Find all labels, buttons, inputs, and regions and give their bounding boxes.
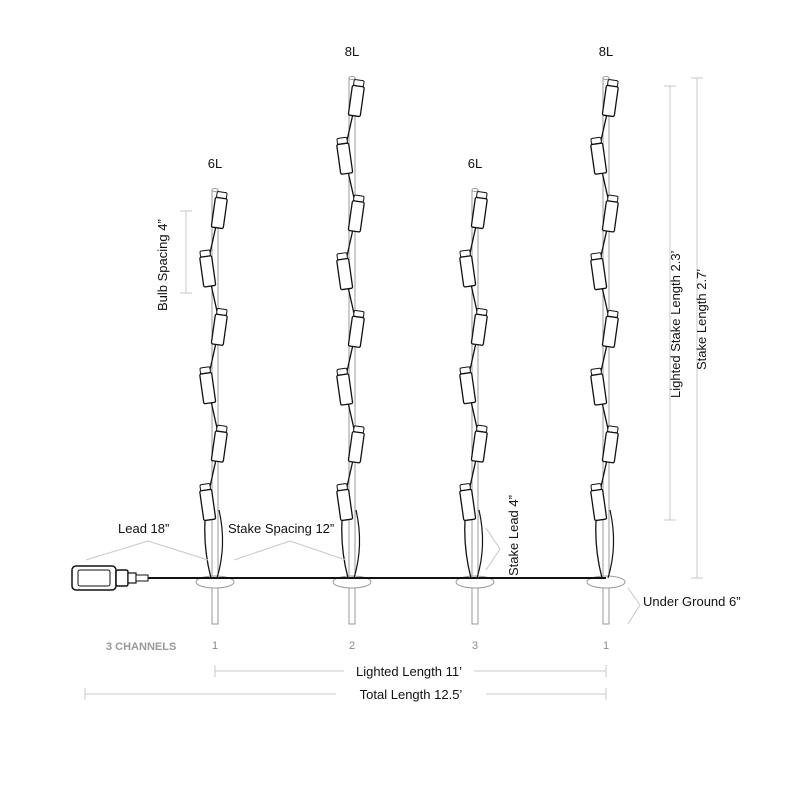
bulb-spacing-label: Bulb Spacing 4” — [155, 219, 170, 311]
bulb-icon — [336, 367, 354, 406]
lead-label: Lead 18” — [118, 521, 169, 536]
bulb-icon — [210, 424, 228, 463]
bulb-icon — [347, 425, 365, 464]
stake-length-label: Stake Length 2.7’ — [694, 269, 709, 370]
bulb-icon — [347, 79, 365, 118]
channels-label: 3 CHANNELS — [106, 641, 176, 653]
bulb-icon — [590, 367, 608, 406]
bulb-icon — [470, 424, 488, 463]
bulb-icon — [470, 307, 488, 346]
stake-channel-label: 1 — [212, 640, 218, 652]
stake-count-label: 8L — [599, 44, 613, 59]
stake-lead-bracket — [485, 527, 501, 571]
stake-channel-label: 1 — [603, 640, 609, 652]
bulb-icon — [347, 194, 365, 233]
under-ground-label: Under Ground 6” — [643, 594, 741, 609]
bulb-icon — [590, 483, 608, 522]
bulb-icon — [601, 425, 619, 464]
bulb-icon — [601, 310, 619, 348]
stake-2: 8L 2 — [332, 44, 372, 652]
bulb-icon — [336, 252, 354, 291]
bulb-icon — [459, 249, 477, 288]
bulb-spacing-bracket — [180, 210, 192, 294]
bulb-icon — [459, 366, 477, 405]
stake-lead-wire — [607, 509, 615, 579]
bulb-icon — [590, 252, 608, 291]
lighted-stake-length-dimension — [664, 85, 676, 521]
total-length-label: Total Length 12.5’ — [360, 687, 463, 702]
under-ground-bracket — [627, 587, 641, 625]
bulb-icon — [199, 483, 217, 522]
stake-tip — [602, 76, 610, 80]
stake-3: 6L 3 — [455, 156, 495, 652]
bulb-icon — [336, 483, 354, 522]
plug-connector-icon — [71, 565, 149, 591]
bulb-icon — [199, 249, 217, 288]
lighted-length-label: Lighted Length 11’ — [356, 664, 462, 679]
stake-count-label: 6L — [208, 156, 222, 171]
lighted-stake-length-label: Lighted Stake Length 2.3’ — [668, 250, 683, 398]
lead-chevron — [85, 540, 209, 561]
bulb-icon — [336, 136, 354, 175]
bulb-icon — [210, 191, 228, 230]
stake-channel-label: 2 — [349, 640, 355, 652]
bulb-icon — [590, 136, 608, 175]
stake-length-dimension — [691, 77, 703, 579]
stake-tip — [211, 188, 219, 192]
bulb-icon — [459, 483, 477, 522]
stake-tip — [348, 76, 356, 80]
stake-spacing-chevron — [233, 540, 347, 561]
stake-4: 8L 1 — [586, 44, 626, 652]
stake-lead-wire — [476, 509, 484, 579]
stake-1: 6L 1 — [195, 156, 235, 652]
stake-lead-wire — [353, 509, 361, 579]
stake-lead-label: Stake Lead 4” — [506, 495, 521, 576]
stake-spacing-label: Stake Spacing 12” — [228, 521, 334, 536]
bulb-icon — [601, 194, 619, 233]
stake-tip — [471, 188, 479, 192]
bulb-icon — [470, 191, 488, 230]
stake-count-label: 8L — [345, 44, 359, 59]
stake-channel-label: 3 — [472, 640, 478, 652]
stakes-layer: 6L 1 8L 2 6L 3 8L 1 — [195, 44, 626, 652]
bulb-icon — [199, 366, 217, 405]
stake-lead-wire — [216, 509, 224, 579]
bulb-icon — [347, 310, 365, 348]
stake-count-label: 6L — [468, 156, 482, 171]
bulb-icon — [601, 79, 619, 118]
bulb-icon — [210, 307, 228, 346]
